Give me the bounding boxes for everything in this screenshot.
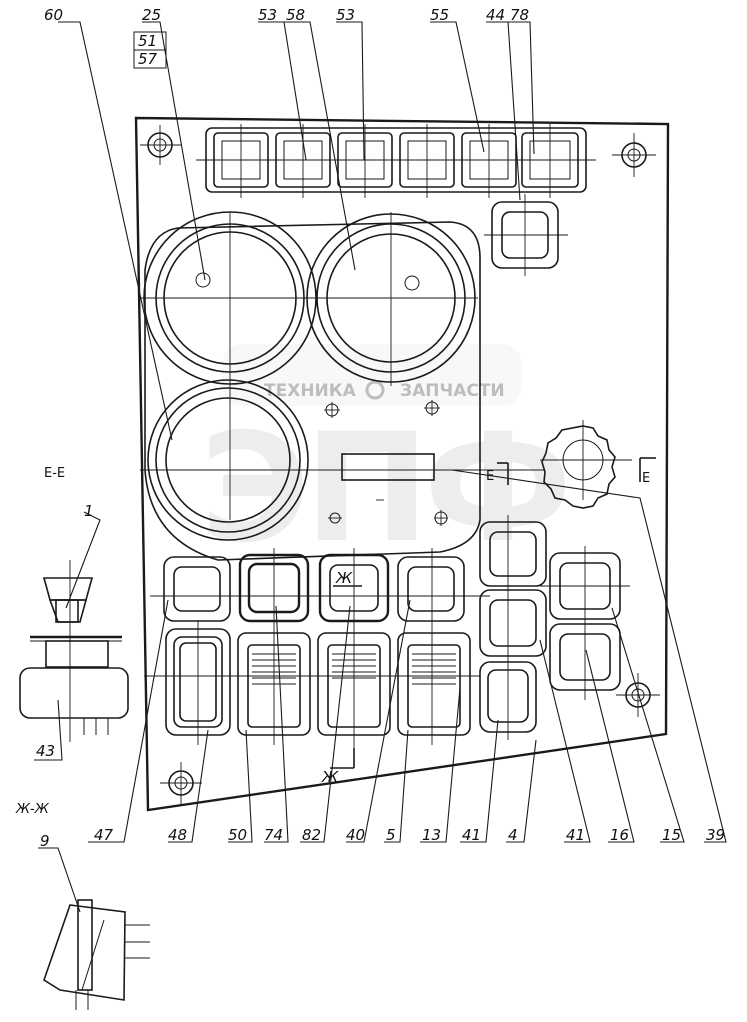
callout-53-right: 53: [336, 6, 355, 24]
section-mark-zh-bottom: Ж: [321, 768, 339, 786]
section-mark-zh-top: Ж: [335, 569, 353, 587]
callout-43: 43: [36, 742, 55, 760]
watermark: ТЕХНИКА ЗАПЧАСТИ ЭПФ: [200, 344, 572, 576]
screw: [434, 510, 448, 526]
callout-1: 1: [84, 502, 94, 520]
switch-cell: [397, 556, 465, 622]
panel-outline: [134, 116, 670, 812]
gauge-dial: [140, 379, 320, 541]
indicator-window: [250, 453, 545, 501]
callout-25: 25: [142, 6, 161, 24]
callout-74: 74: [264, 826, 283, 844]
callout-13: 13: [422, 826, 441, 844]
callout-55: 55: [430, 6, 449, 24]
callout-78: 78: [510, 6, 529, 24]
rocker-switch: [397, 632, 471, 736]
gear-icon: [365, 380, 385, 400]
mounting-holes: [140, 125, 660, 804]
leader-lines: [34, 21, 727, 913]
switch-cell: [479, 589, 547, 657]
callout-47: 47: [94, 826, 114, 844]
callout-4: 4: [508, 826, 518, 844]
watermark-logo: ЭПФ: [200, 402, 566, 576]
gauge-cluster: [140, 211, 545, 561]
callout-16: 16: [610, 826, 629, 844]
section-titles: Е-Е Ж-Ж: [15, 466, 65, 817]
callout-51: 51: [138, 32, 157, 50]
indicator-lamp-strip: [196, 124, 596, 198]
switch-matrix: Ж Ж: [144, 515, 630, 786]
callout-44: 44: [486, 6, 505, 24]
switch-cell: [163, 556, 231, 622]
section-view-ee: [19, 560, 129, 742]
section-mark-e-left: Е: [486, 469, 494, 484]
watermark-line2: ЗАПЧАСТИ: [400, 381, 505, 401]
callout-41-right: 41: [566, 826, 585, 844]
callout-15: 15: [662, 826, 681, 844]
screw: [424, 400, 440, 416]
section-mark-e-right: Е: [642, 471, 650, 486]
callout-57: 57: [138, 50, 158, 68]
mounting-hole: [616, 673, 660, 717]
indicator-lamp: [213, 124, 269, 198]
callout-41-left: 41: [462, 826, 481, 844]
indicator-lamp: [337, 124, 393, 198]
screw: [324, 402, 340, 418]
warning-lamp: [484, 194, 568, 276]
callout-58: 58: [286, 6, 305, 24]
callout-60: 60: [44, 6, 63, 24]
callout-labels: 60 25 51 57 53 58 53 55 44 78 1 43 9 47 …: [36, 6, 725, 850]
indicator-lamp: [399, 124, 455, 198]
callout-48: 48: [168, 826, 187, 844]
callout-5: 5: [386, 826, 396, 844]
callout-40: 40: [346, 826, 365, 844]
section-title-zhzh: Ж-Ж: [15, 802, 50, 817]
callout-9: 9: [40, 832, 50, 850]
watermark-line1: ТЕХНИКА: [264, 381, 357, 401]
mounting-hole: [612, 133, 656, 177]
section-view-zhzh: [43, 899, 150, 1010]
callout-82: 82: [302, 826, 321, 844]
indicator-lamp: [461, 124, 517, 198]
callout-39: 39: [706, 826, 725, 844]
mounting-hole: [140, 125, 182, 165]
gauge-dial: [300, 212, 478, 386]
indicator-lamp: [521, 124, 579, 198]
callout-53-left: 53: [258, 6, 277, 24]
switch-cell: [479, 521, 547, 587]
screw: [328, 512, 342, 524]
indicator-lamp: [275, 124, 331, 198]
rotary-switch-knob: [540, 420, 632, 509]
mounting-hole: [160, 762, 202, 804]
section-title-ee: Е-Е: [44, 466, 65, 481]
callout-50: 50: [228, 826, 247, 844]
section-mark-e: Е Е: [486, 457, 656, 486]
